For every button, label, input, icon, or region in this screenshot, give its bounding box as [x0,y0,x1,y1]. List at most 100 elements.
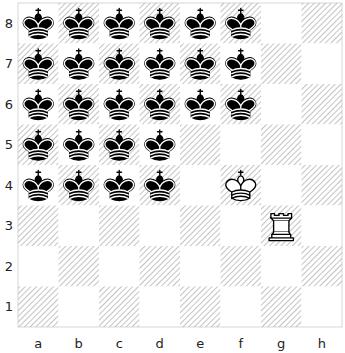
black-king [64,8,94,38]
dark-square [59,84,100,125]
board-edge [18,3,342,327]
black-king [23,130,53,160]
black-king [64,49,94,79]
dark-square [302,84,343,125]
light-square [99,3,140,44]
dark-square [140,84,181,125]
black-king [104,8,134,38]
dark-square [180,44,221,85]
file-letter: b [75,337,83,350]
dark-square [302,246,343,287]
rank-number: 8 [5,17,13,30]
black-king [145,89,175,119]
light-square [180,84,221,125]
dark-square [261,44,302,85]
rank-number: 6 [5,98,13,111]
white-king [226,170,256,200]
dark-square [180,125,221,166]
file-letter: f [238,337,243,350]
light-square [99,165,140,206]
light-square [261,246,302,287]
black-king [23,49,53,79]
dark-square [18,125,59,166]
black-king [104,170,134,200]
black-king [185,8,215,38]
light-square [59,44,100,85]
black-king [145,49,175,79]
light-square [140,125,181,166]
dark-square [59,246,100,287]
dark-square [18,287,59,328]
rank-number: 3 [5,219,13,232]
dark-square [261,125,302,166]
black-king [104,49,134,79]
light-square [99,84,140,125]
rank-number: 7 [5,57,13,70]
light-square [18,3,59,44]
file-letter: a [34,337,42,350]
dark-square [261,287,302,328]
light-square [180,165,221,206]
black-king [23,170,53,200]
white-rook [269,214,293,241]
dark-square [302,3,343,44]
dark-square [221,165,262,206]
light-square [221,125,262,166]
dark-square [99,287,140,328]
rank-number: 5 [5,138,13,151]
light-square [180,246,221,287]
rank-number: 2 [5,260,13,273]
black-king [226,8,256,38]
light-square [18,246,59,287]
dark-square [140,3,181,44]
light-square [180,3,221,44]
light-square [221,206,262,247]
light-square [221,287,262,328]
dark-square [180,287,221,328]
black-king [64,170,94,200]
dark-square [140,246,181,287]
light-square [140,287,181,328]
black-king [145,8,175,38]
black-king [23,89,53,119]
black-king [226,49,256,79]
black-king [64,130,94,160]
dark-square [59,165,100,206]
dark-square [99,125,140,166]
black-king [104,89,134,119]
dark-square [59,3,100,44]
black-king [64,89,94,119]
light-square [140,44,181,85]
light-square [59,206,100,247]
dark-square [140,165,181,206]
light-square [302,206,343,247]
dark-square [99,44,140,85]
dark-square [261,206,302,247]
light-square [302,287,343,328]
dark-square [18,44,59,85]
light-square [261,84,302,125]
black-king [226,89,256,119]
light-square [261,165,302,206]
dark-square [18,206,59,247]
light-square [99,246,140,287]
light-square [302,44,343,85]
dark-square [221,246,262,287]
light-square [59,287,100,328]
light-square [221,44,262,85]
dark-square [221,3,262,44]
black-king [185,89,215,119]
file-letter: e [196,337,204,350]
black-king [23,8,53,38]
light-square [261,3,302,44]
light-square [59,125,100,166]
black-king [104,130,134,160]
black-king [185,49,215,79]
dark-square [99,206,140,247]
light-square [18,165,59,206]
rank-number: 1 [5,300,13,313]
light-square [140,206,181,247]
light-square [302,125,343,166]
file-letter: g [277,337,285,350]
